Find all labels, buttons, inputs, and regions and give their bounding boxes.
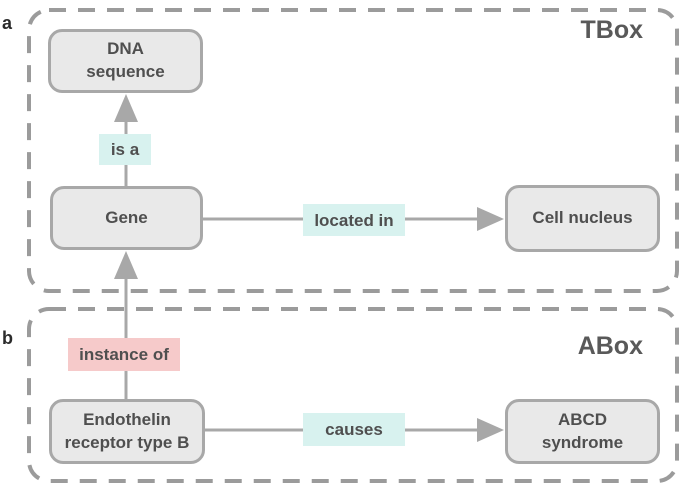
node-endothelin-receptor-type-b: Endothelin receptor type B xyxy=(49,399,205,464)
abox-panel-border xyxy=(27,307,679,483)
edge-label-is-a: is a xyxy=(99,134,151,165)
node-dna-sequence: DNA sequence xyxy=(48,29,203,93)
abox-panel-title: ABox xyxy=(577,332,643,360)
node-abcd-syndrome: ABCD syndrome xyxy=(505,399,660,464)
endothelin-to-gene-arrow xyxy=(114,251,138,399)
panel-a-marker: a xyxy=(2,13,13,33)
node-cell-nucleus: Cell nucleus xyxy=(505,185,660,252)
panel-b-marker: b xyxy=(2,328,13,348)
node-gene: Gene xyxy=(50,186,203,250)
edge-label-causes: causes xyxy=(303,413,405,446)
tbox-panel-border xyxy=(27,8,679,293)
edge-label-located-in: located in xyxy=(303,204,405,236)
edge-label-instance-of: instance of xyxy=(68,338,180,371)
tbox-panel-title: TBox xyxy=(580,16,644,44)
